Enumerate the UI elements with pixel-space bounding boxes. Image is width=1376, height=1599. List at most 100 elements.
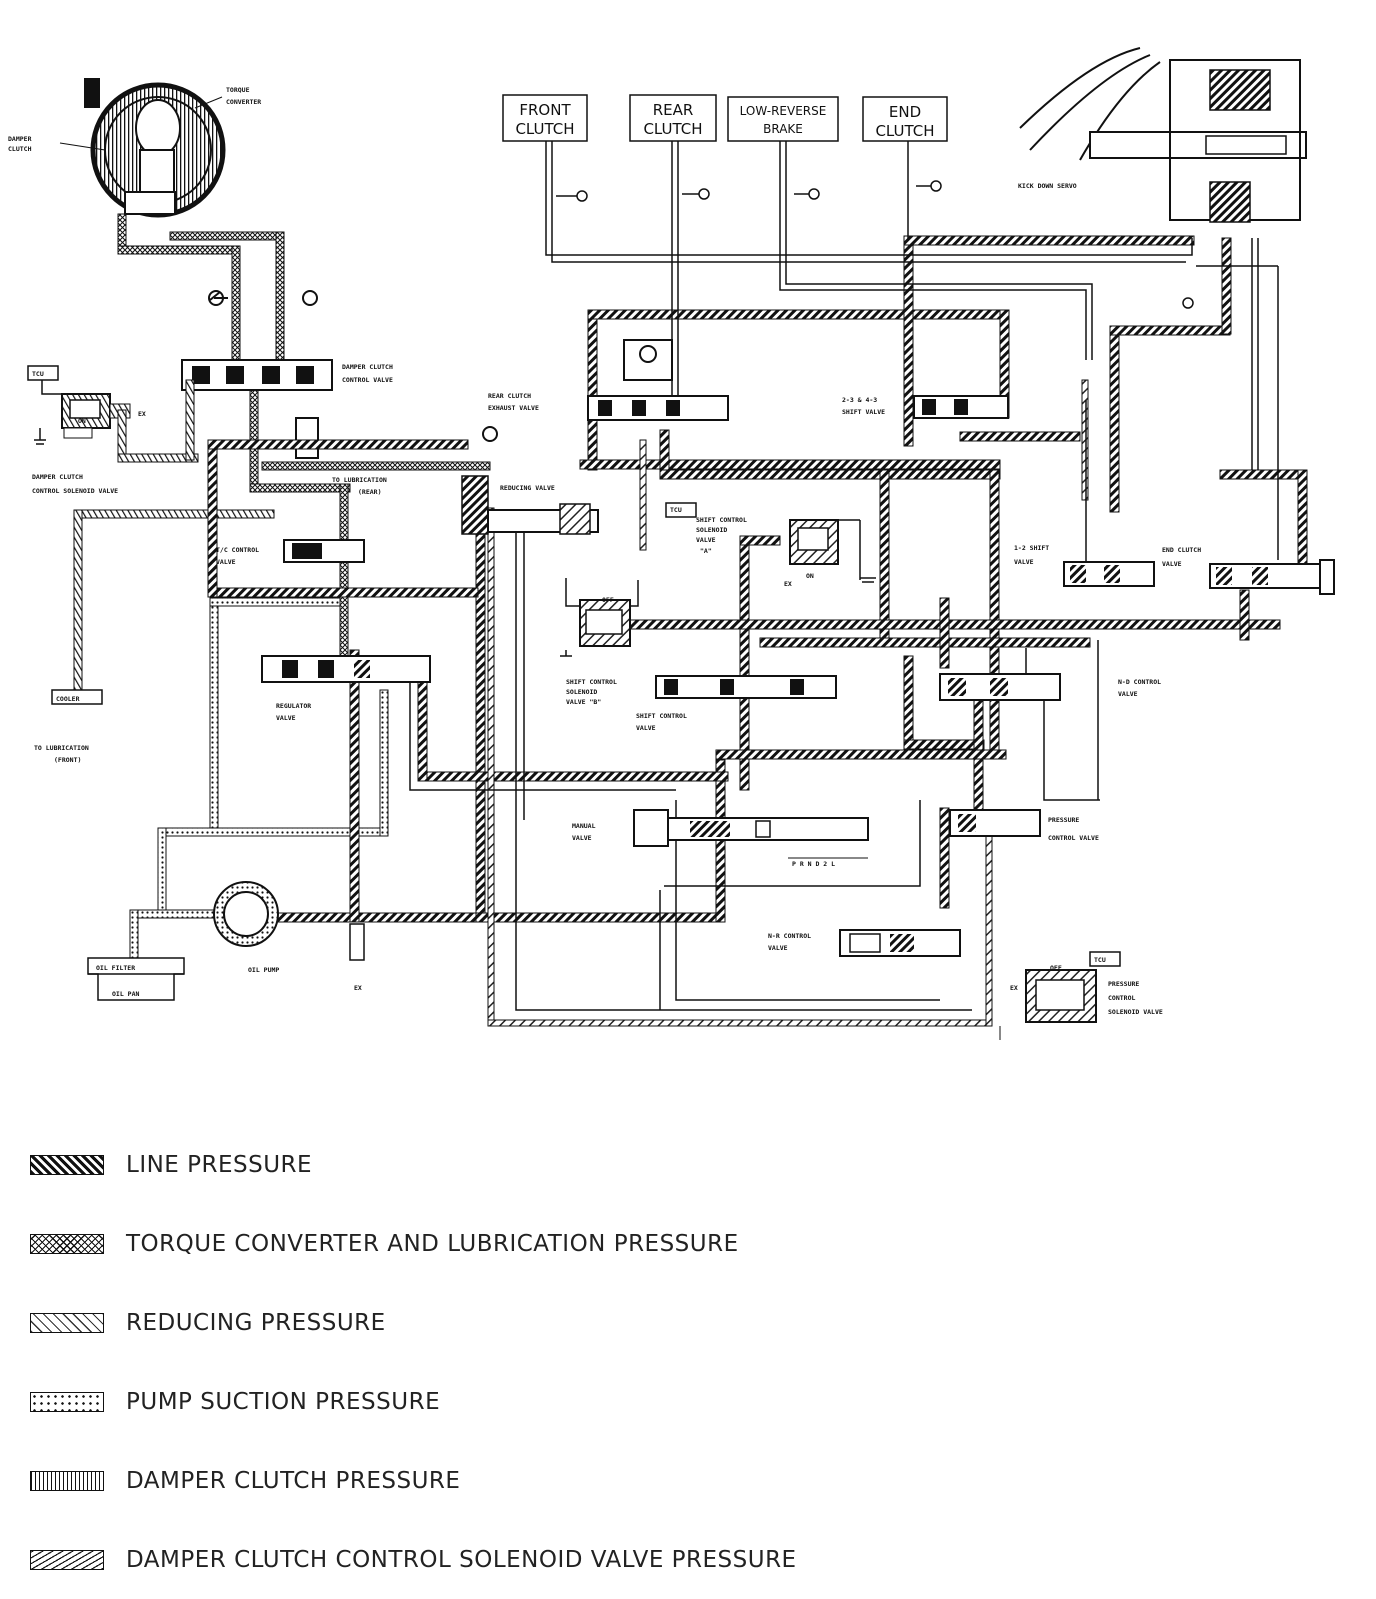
legend-item-reducing-pressure: REDUCING PRESSURE	[30, 1283, 1030, 1362]
rear-clutch-label-1: REAR	[653, 101, 694, 119]
ex-label-4: EX	[354, 984, 362, 992]
ex-label-3: EX	[1010, 984, 1018, 992]
damper-clutch-solenoid-label-1: DAMPER CLUTCH	[32, 473, 83, 481]
regulator-valve-label-2: VALVE	[276, 714, 296, 722]
end-clutch-valve	[1209, 559, 1335, 595]
low-reverse-brake-label-1: LOW-REVERSE	[740, 104, 827, 118]
manual-valve-label-2: VALVE	[572, 834, 592, 842]
oil-filter-label: OIL FILTER	[96, 964, 135, 972]
end-clutch-label-1: END	[889, 103, 921, 121]
hydraulic-circuit-diagram: FRONT CLUTCH REAR CLUTCH LOW-REVERSE BRA…	[8, 47, 1335, 1040]
shift-control-solenoid-a	[665, 502, 876, 583]
on-label-1: ON	[78, 417, 86, 425]
low-reverse-brake-box: LOW-REVERSE BRAKE	[727, 96, 839, 142]
shift-valve-12-label-1: 1-2 SHIFT	[1014, 544, 1049, 552]
rear-clutch-exhaust-valve	[587, 339, 729, 421]
regulator-valve-label-1: REGULATOR	[276, 702, 311, 710]
low-reverse-brake-label-2: BRAKE	[763, 122, 803, 136]
to-lubrication-front-label-2: (FRONT)	[54, 756, 81, 764]
torque-converter-label-2: CONVERTER	[226, 98, 261, 106]
damper-clutch-pressure-swatch	[30, 1470, 104, 1491]
legend-label: REDUCING PRESSURE	[126, 1309, 386, 1336]
tc-pressure-swatch	[30, 1233, 104, 1254]
pump-suction-lines	[129, 597, 389, 961]
reducing-pressure-lines	[487, 379, 1089, 1027]
tc-control-valve-label-2: VALVE	[216, 558, 236, 566]
suction-pressure-swatch	[30, 1391, 104, 1412]
tc-control-valve	[283, 539, 365, 563]
shift-control-valve-label-1: SHIFT CONTROL	[636, 712, 687, 720]
damper-clutch-control-valve-label-1: DAMPER CLUTCH	[342, 363, 393, 371]
kick-down-servo	[1019, 47, 1307, 223]
shift-control-solenoid-a-label-4: "A"	[700, 547, 712, 555]
rear-clutch-label-2: CLUTCH	[643, 120, 702, 138]
nd-control-valve	[939, 673, 1061, 701]
shift-control-solenoid-a-label-1: SHIFT CONTROL	[696, 516, 747, 524]
regulator-valve	[261, 655, 431, 683]
cooler-box	[51, 689, 103, 705]
front-clutch-box: FRONT CLUTCH	[502, 94, 588, 142]
legend-item-dcs-pressure: DAMPER CLUTCH CONTROL SOLENOID VALVE PRE…	[30, 1520, 1030, 1599]
shift-valve-12	[1063, 561, 1155, 587]
shift-control-solenoid-a-label-2: SOLENOID	[696, 526, 727, 534]
pressure-control-solenoid-label-3: SOLENOID VALVE	[1108, 1008, 1163, 1016]
ex-label-2: EX	[784, 580, 792, 588]
shift-control-solenoid-b-label-1: SHIFT CONTROL	[566, 678, 617, 686]
shift-control-solenoid-a-label-3: VALVE	[696, 536, 716, 544]
oil-filter-pan	[87, 957, 185, 1001]
legend-label: PUMP SUCTION PRESSURE	[126, 1388, 441, 1415]
legend-label: LINE PRESSURE	[126, 1151, 313, 1178]
legend-item-tc-pressure: TORQUE CONVERTER AND LUBRICATION PRESSUR…	[30, 1204, 1030, 1283]
end-clutch-valve-label-2: VALVE	[1162, 560, 1182, 568]
shift-valve-23-43-label-2: SHIFT VALVE	[842, 408, 885, 416]
off-label-1: OFF	[602, 596, 614, 604]
torque-converter	[59, 78, 226, 218]
pressure-control-valve-label-2: CONTROL VALVE	[1048, 834, 1099, 842]
line-pressure-lines	[207, 235, 1308, 923]
shift-control-solenoid-b	[560, 599, 631, 657]
pressure-control-valve	[949, 809, 1041, 837]
pressure-legend: LINE PRESSURE TORQUE CONVERTER AND LUBRI…	[30, 1125, 1030, 1599]
damper-clutch-control-solenoid	[27, 365, 131, 445]
legend-item-suction-pressure: PUMP SUCTION PRESSURE	[30, 1362, 1030, 1441]
on-label-2: ON	[806, 572, 814, 580]
pressure-control-solenoid	[999, 951, 1121, 1040]
legend-item-line-pressure: LINE PRESSURE	[30, 1125, 1030, 1204]
damper-clutch-control-valve-label-2: CONTROL VALVE	[342, 376, 393, 384]
shift-control-solenoid-b-label-2: SOLENOID	[566, 688, 597, 696]
tc-lubrication-lines	[117, 213, 491, 675]
rear-clutch-exhaust-valve-label-2: EXHAUST VALVE	[488, 404, 539, 412]
legend-item-damper-clutch-pressure: DAMPER CLUTCH PRESSURE	[30, 1441, 1030, 1520]
to-lubrication-rear-label-1: TO LUBRICATION	[332, 476, 387, 484]
end-clutch-valve-label-1: END CLUTCH	[1162, 546, 1201, 554]
shift-valve-23-43-label-1: 2-3 & 4-3	[842, 396, 877, 404]
nd-control-valve-label-1: N-D CONTROL	[1118, 678, 1161, 686]
shift-control-valve	[655, 675, 837, 699]
nd-control-valve-label-2: VALVE	[1118, 690, 1138, 698]
rear-clutch-box: REAR CLUTCH	[629, 94, 717, 142]
tcu-label-1: TCU	[32, 370, 44, 378]
rear-clutch-exhaust-valve-label-1: REAR CLUTCH	[488, 392, 531, 400]
shift-control-solenoid-b-label-3: VALVE "B"	[566, 698, 601, 706]
reducing-valve	[461, 426, 599, 535]
manual-valve-label-1: MANUAL	[572, 822, 596, 830]
oil-pump	[213, 881, 365, 961]
damper-clutch-label-1: DAMPER	[8, 135, 32, 143]
pressure-control-valve-label-1: PRESSURE	[1048, 816, 1079, 824]
legend-label: DAMPER CLUTCH PRESSURE	[126, 1467, 461, 1494]
tcu-label-3: TCU	[1094, 956, 1106, 964]
front-clutch-label-2: CLUTCH	[515, 120, 574, 138]
end-clutch-label-2: CLUTCH	[875, 122, 934, 140]
tcu-label-2: TCU	[670, 506, 682, 514]
shift-valve-23-43	[913, 395, 1009, 419]
end-clutch-box: END CLUTCH	[862, 96, 948, 142]
manual-valve	[633, 809, 869, 859]
check-valves	[556, 180, 1194, 309]
ex-label-1: EX	[138, 410, 146, 418]
line-pressure-swatch	[30, 1154, 104, 1175]
nr-control-valve-label-1: N-R CONTROL	[768, 932, 811, 940]
to-lubrication-rear-label-2: (REAR)	[358, 488, 381, 496]
oil-pump-label: OIL PUMP	[248, 966, 279, 974]
tc-control-valve-label-1: T/C CONTROL	[216, 546, 259, 554]
reducing-pressure-swatch	[30, 1312, 104, 1333]
